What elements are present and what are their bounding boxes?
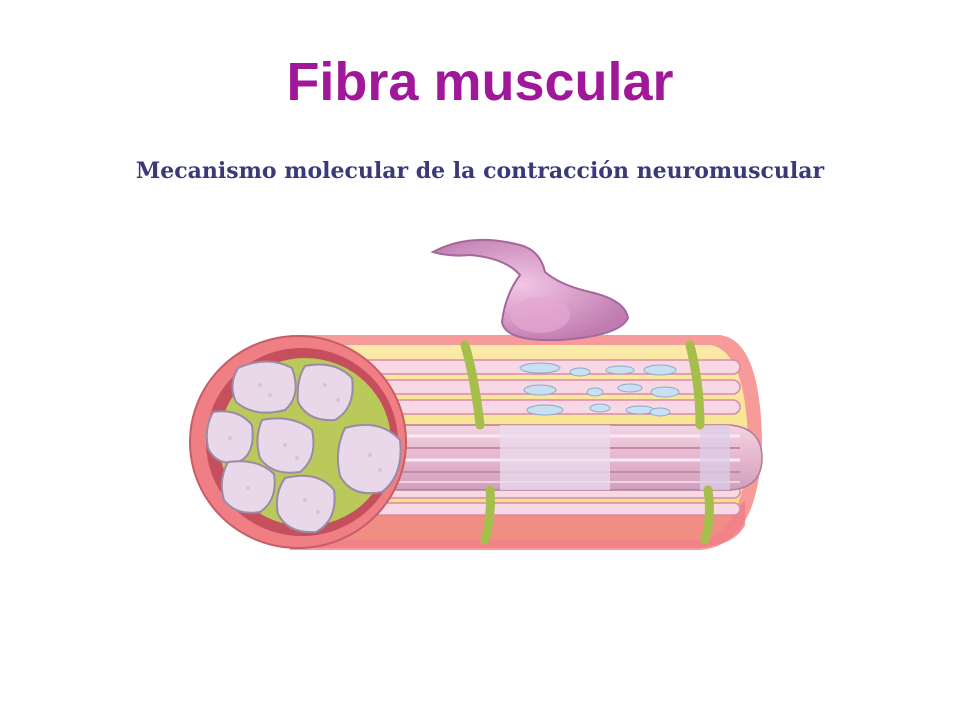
z-lines <box>460 340 714 545</box>
sarcoplasmic-reticulum <box>519 362 680 417</box>
nerve-terminal <box>430 238 630 342</box>
slide-title: Fibra muscular <box>286 52 674 112</box>
fiber-cross-section <box>189 335 407 549</box>
slide-subtitle: Mecanismo molecular de la contracción ne… <box>135 158 825 184</box>
myofibril-bundle <box>369 424 763 491</box>
